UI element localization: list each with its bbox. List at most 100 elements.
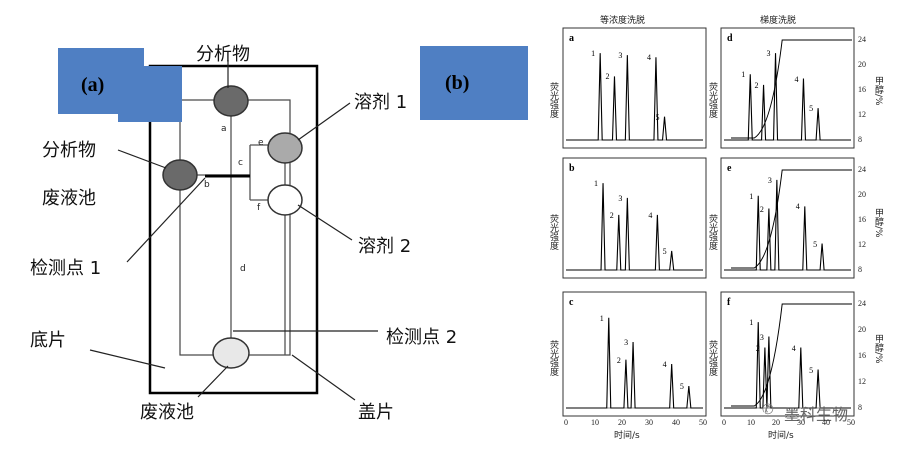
reservoir-solvent1 [267,132,303,164]
right-tick-d-12: 12 [858,110,866,119]
x-tick-1-0: 0 [722,418,726,427]
peak-label-e-3: 3 [767,175,772,185]
xlabel-right: 时间/s [768,431,794,441]
ylabel-fluor-e: 荧光强度 [707,214,717,250]
subplot-label-e: e [727,163,732,174]
subplot-label-d: d [727,33,733,44]
x-tick-1-30: 30 [797,418,805,427]
label-cover: 盖片 [358,402,394,423]
panel-b-label: (b) [445,72,470,94]
right-tick-e-8: 8 [858,265,862,274]
channel-letter-d: d [240,264,246,274]
label-substrate: 底片 [30,330,66,351]
subplot-frame-a [562,27,707,149]
header-gradient: 梯度洗脱 [760,16,797,26]
cover-plate [148,64,319,395]
peak-label-b-4: 4 [648,210,653,220]
x-tick-1-20: 20 [772,418,780,427]
peak-label-d-3: 3 [766,49,771,59]
header-isocratic: 等浓度洗脱 [600,16,646,26]
peak-label-c-2: 2 [616,355,621,365]
subplot-label-f: f [727,297,731,308]
label-detect2: 检测点 2 [386,327,458,348]
peak-label-f-3: 3 [759,332,764,342]
peak-label-c-4: 4 [662,360,667,369]
subplot-frame-c [562,291,707,417]
ylabel-methanol-e: 甲醇/% [873,208,883,238]
x-tick-1-50: 50 [847,418,855,427]
xlabel-left: 时间/s [614,431,640,441]
peak-label-a-4: 4 [646,53,651,63]
trace-d [724,53,851,141]
ylabel-fluor-f: 荧光强度 [707,340,717,376]
peak-label-b-5: 5 [662,246,667,256]
ylabel-methanol-d: 甲醇/% [873,76,883,106]
peak-label-a-5: 5 [655,112,660,122]
peak-label-e-5: 5 [813,239,818,249]
subplot-frame-f [720,291,855,417]
right-tick-e-12: 12 [858,240,866,249]
label-detect1: 检测点 1 [30,258,102,279]
subplot-label-b: b [569,163,575,174]
subplot-label-a: a [569,33,574,44]
right-tick-f-12: 12 [858,377,866,386]
right-tick-f-20: 20 [858,325,866,334]
peak-label-f-5: 5 [809,365,814,375]
trace-e [724,179,851,271]
subplot-frame-b [562,157,707,279]
right-tick-e-24: 24 [858,165,866,174]
peak-label-f-4: 4 [791,343,796,353]
label-analyte-top: 分析物 [196,44,250,65]
peak-label-e-1: 1 [749,191,754,201]
reservoir-analyte-left [162,159,198,191]
peak-label-b-1: 1 [594,179,599,189]
right-tick-d-24: 24 [858,35,866,44]
label-solvent2: 溶剂 2 [358,236,412,257]
x-tick-1-40: 40 [822,418,830,427]
x-tick-0-30: 30 [645,418,653,427]
label-solvent1: 溶剂 1 [354,92,408,113]
peak-label-e-2: 2 [759,204,764,214]
reservoir-waste [212,337,250,369]
right-tick-d-16: 16 [858,85,866,94]
peak-label-d-1: 1 [741,70,746,80]
right-tick-e-16: 16 [858,215,866,224]
gradient-curve-e [731,169,852,269]
peak-label-c-1: 1 [599,313,604,323]
peak-label-a-2: 2 [605,72,610,82]
right-tick-e-20: 20 [858,190,866,199]
peak-label-c-5: 5 [679,382,684,391]
gradient-curve-d [731,39,852,139]
peak-label-d-4: 4 [794,74,799,84]
subplot-frame-e [720,157,855,279]
label-waste-left: 废液池 [42,188,96,209]
label-waste-bottom: 废液池 [140,402,194,423]
ylabel-fluor-d: 荧光强度 [707,82,717,118]
peak-label-f-1: 1 [749,318,754,328]
right-tick-f-24: 24 [858,299,866,308]
ylabel-fluor-b: 荧光强度 [548,214,558,250]
trace-c [566,317,703,409]
channel-letter-a: a [221,124,227,134]
peak-label-f-2: 2 [755,343,760,353]
panel-a-label: (a) [81,74,105,96]
panel-b-label-box [420,46,528,120]
right-tick-d-20: 20 [858,60,866,69]
x-tick-0-20: 20 [618,418,626,427]
trace-a [566,53,703,141]
watermark: 墨科生物 [784,405,849,424]
x-tick-1-10: 10 [747,418,755,427]
channel-letter-c: c [238,158,243,168]
peak-label-b-3: 3 [618,193,623,203]
trace-f [724,322,851,409]
subplot-label-c: c [569,297,574,308]
label-analyte-left: 分析物 [42,140,96,161]
peak-label-d-2: 2 [754,80,759,90]
ylabel-fluor-a: 荧光强度 [548,82,558,118]
peak-label-a-3: 3 [618,51,623,61]
x-tick-0-40: 40 [672,418,680,427]
subplot-frame-d [720,27,855,149]
x-tick-0-0: 0 [564,418,568,427]
